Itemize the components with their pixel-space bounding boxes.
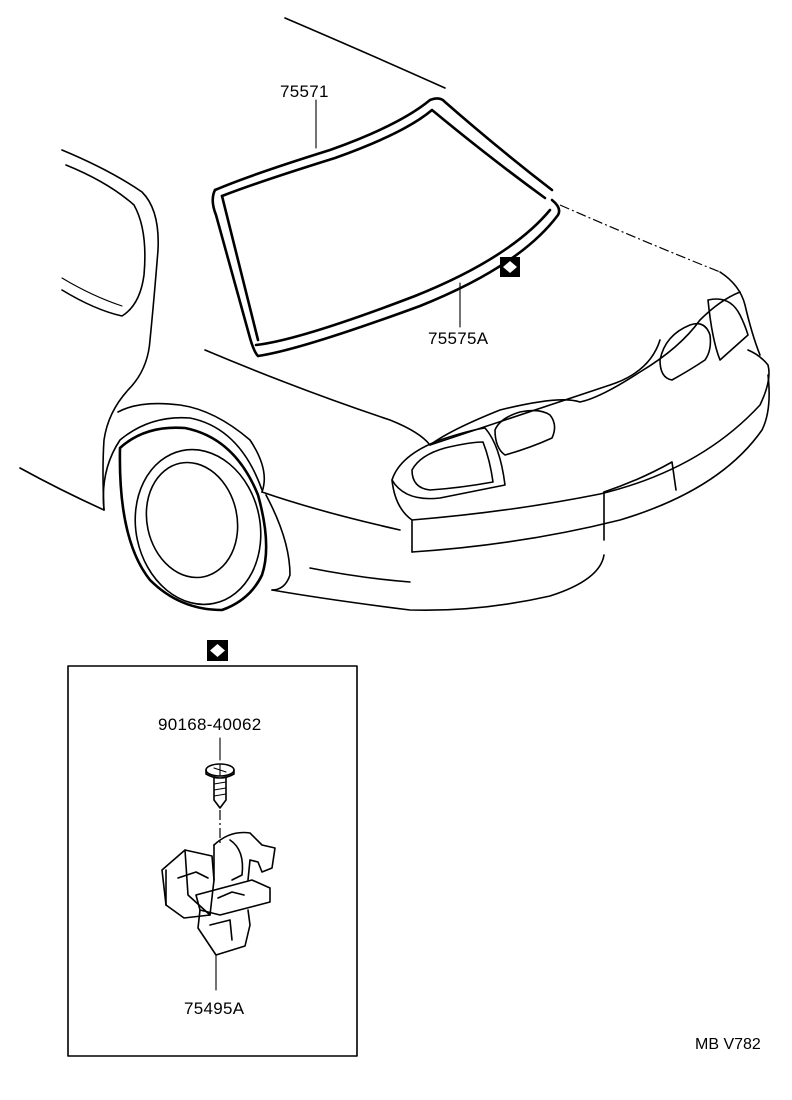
callouts-top: 75571 75575A	[280, 82, 520, 348]
diagram-reference-code: MB V782	[695, 1036, 761, 1053]
car-body-outline	[19, 17, 770, 612]
diamond-marker-icon	[207, 640, 228, 661]
screw-icon	[205, 763, 235, 809]
label-75575a: 75575A	[428, 329, 489, 348]
label-75571: 75571	[280, 82, 329, 101]
label-screw: 90168-40062	[158, 715, 262, 734]
back-window-glass	[211, 97, 561, 358]
diamond-marker-icon	[500, 257, 520, 277]
detail-inset: 90168-40062 75495A	[67, 640, 358, 1057]
clip-icon	[161, 831, 276, 956]
inset-frame	[67, 665, 358, 1057]
label-clip: 75495A	[184, 999, 245, 1018]
